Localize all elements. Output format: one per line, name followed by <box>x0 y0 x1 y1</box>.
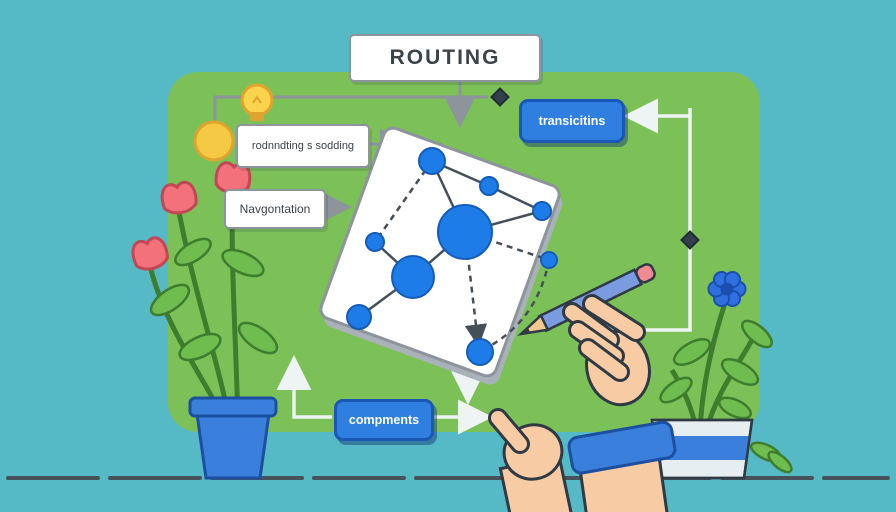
graph-node <box>418 147 446 175</box>
routing-title-label: ROUTING <box>389 46 501 69</box>
navigation-label: Navgontation <box>239 202 311 216</box>
diamond-connector-icon <box>680 230 700 250</box>
graph-node <box>437 204 493 260</box>
lightbulb-icon <box>240 83 274 121</box>
navigation-label-box: Navgontation <box>224 189 326 229</box>
graph-node <box>479 176 499 196</box>
graph-node <box>391 255 435 299</box>
routing-sketch-card <box>319 126 563 385</box>
routing-title-box: ROUTING <box>349 34 541 82</box>
components-label-box: compments <box>334 399 434 441</box>
index-finger <box>488 408 530 454</box>
yellow-dot-icon <box>193 120 235 162</box>
hand-with-pencil-illustration <box>517 263 677 512</box>
graph-node <box>365 232 385 252</box>
transitions-label-box: transicitins <box>519 99 625 143</box>
diamond-connector-icon <box>490 87 510 107</box>
right-plant <box>650 271 793 480</box>
sketch-label: rodnndting s sodding <box>251 140 355 152</box>
components-label: compments <box>348 413 420 427</box>
graph-node <box>540 251 558 269</box>
graph-node <box>346 304 372 330</box>
graph-node <box>532 201 552 221</box>
transitions-label: transicitins <box>538 114 606 128</box>
graph-node <box>466 338 494 366</box>
wristband <box>567 420 677 475</box>
gripping-fingers <box>562 294 646 382</box>
left-plant-pot <box>188 396 278 480</box>
plant-leaves <box>659 319 793 474</box>
graph-nodes <box>346 147 558 366</box>
sketch-label-box: rodnndting s sodding <box>236 124 370 168</box>
blue-flower <box>707 271 747 307</box>
pointing-hand-illustration <box>488 408 574 512</box>
